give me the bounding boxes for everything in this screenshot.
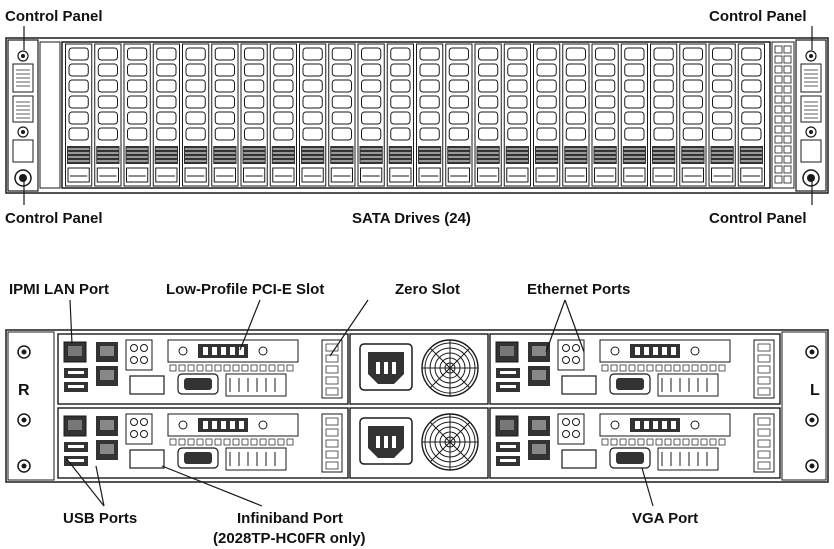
drive-bay <box>474 43 502 187</box>
drive-bay <box>416 43 444 187</box>
drive-bay <box>650 43 678 187</box>
drive-bay <box>679 43 707 187</box>
node-module <box>489 333 781 405</box>
node-module <box>57 333 349 405</box>
drive-bay <box>328 43 356 187</box>
drive-bay <box>708 43 736 187</box>
drive-bay <box>445 43 473 187</box>
drive-bay <box>357 43 385 187</box>
control-panel-left <box>12 50 34 187</box>
leader-zero-slot <box>329 299 369 357</box>
label-ipmi-lan-port: IPMI LAN Port <box>9 281 109 298</box>
drive-bay <box>182 43 210 187</box>
drive-bay <box>562 43 590 187</box>
power-supply <box>349 333 489 405</box>
rear-leaders <box>65 299 654 507</box>
leader-low-profile <box>239 299 261 351</box>
infiniband-port <box>129 449 165 469</box>
drive-bay <box>533 43 561 187</box>
rear-chassis <box>5 329 829 483</box>
power-supply <box>349 407 489 479</box>
drive-bay <box>299 43 327 187</box>
node-module <box>57 407 349 479</box>
control-panel-right <box>800 50 822 187</box>
drive-bay <box>123 43 151 187</box>
drive-bay <box>620 43 648 187</box>
leader-usb-1 <box>65 457 105 507</box>
label-side-r: R <box>18 382 30 399</box>
infiniband-port <box>561 449 597 469</box>
leader-infiniband <box>161 465 263 507</box>
label-infiniband-port: Infiniband Port <box>237 510 343 527</box>
leader-ethernet-2 <box>564 299 585 353</box>
label-sata-drives: SATA Drives (24) <box>352 210 471 227</box>
drive-bay <box>240 43 268 187</box>
drive-bay <box>152 43 180 187</box>
front-chassis <box>5 26 829 205</box>
leader-ipmi <box>69 299 73 345</box>
label-side-l: L <box>810 382 820 399</box>
drive-bay <box>386 43 414 187</box>
drive-bay <box>269 43 297 187</box>
leader-ethernet-1 <box>545 299 566 353</box>
label-low-profile-slot: Low-Profile PCI-E Slot <box>166 281 325 298</box>
label-control-panel-bottom-right: Control Panel <box>709 210 807 227</box>
drive-bay <box>503 43 531 187</box>
label-vga-port: VGA Port <box>632 510 699 527</box>
drive-bay <box>591 43 619 187</box>
leader-vga <box>641 467 654 507</box>
leader-usb-2 <box>95 465 105 507</box>
label-control-panel-bottom-left: Control Panel <box>5 210 103 227</box>
drive-bay <box>65 43 93 187</box>
label-control-panel-top-right: Control Panel <box>709 8 807 25</box>
label-ethernet-ports: Ethernet Ports <box>527 281 631 298</box>
node-module <box>489 407 781 479</box>
drive-bay <box>737 43 765 187</box>
label-usb-ports: USB Ports <box>63 510 138 527</box>
label-control-panel-top-left: Control Panel <box>5 8 103 25</box>
infiniband-port <box>561 375 597 395</box>
label-zero-slot: Zero Slot <box>395 281 461 298</box>
drive-bay <box>211 43 239 187</box>
infiniband-port <box>129 375 165 395</box>
drive-bay <box>94 43 122 187</box>
label-infiniband-note: (2028TP-HC0FR only) <box>213 530 366 547</box>
